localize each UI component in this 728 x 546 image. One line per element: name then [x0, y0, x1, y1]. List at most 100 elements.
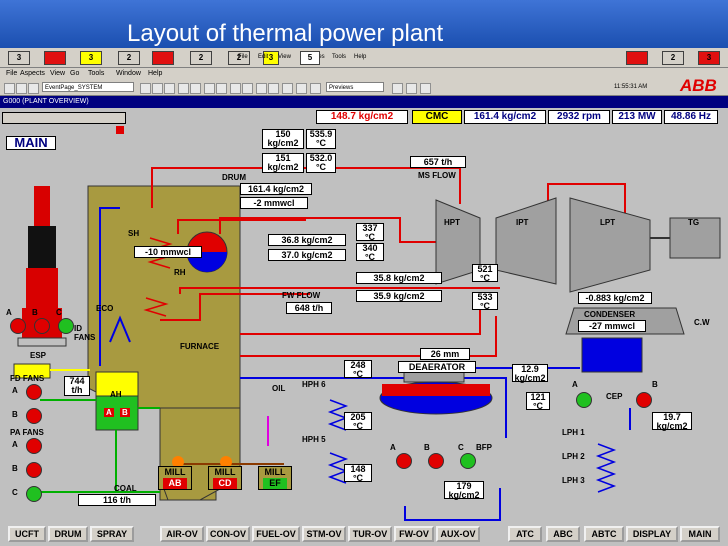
lph2-label: LPH 2	[562, 452, 585, 461]
alarm-indicator-1[interactable]	[44, 51, 66, 65]
silence-icon[interactable]	[406, 83, 417, 94]
id-fan-b-status[interactable]	[34, 318, 50, 334]
zoom-out-icon[interactable]	[216, 83, 227, 94]
nav-main[interactable]: MAIN	[680, 526, 720, 542]
back-icon[interactable]	[4, 83, 15, 94]
burner-flame-2	[220, 456, 232, 468]
fd-fan-b-status[interactable]	[26, 408, 42, 424]
save-icon[interactable]	[152, 83, 163, 94]
pa-fan-b-status[interactable]	[26, 462, 42, 478]
alarm-count-4[interactable]: 2	[190, 51, 212, 65]
refresh-icon[interactable]	[178, 83, 189, 94]
mill-cd-box[interactable]: MILL CD	[208, 466, 242, 490]
bfp-c-status[interactable]	[460, 453, 476, 469]
forward-icon[interactable]	[16, 83, 27, 94]
ah-b-tag: B	[120, 408, 130, 417]
nav-stm-ov[interactable]: STM-OV	[302, 526, 346, 542]
alarm-count-8[interactable]: 3	[698, 51, 720, 65]
nav-tur-ov[interactable]: TUR-OV	[348, 526, 392, 542]
ipt-label: IPT	[516, 218, 529, 227]
bfp-b-status[interactable]	[428, 453, 444, 469]
alarm-count-3[interactable]: 2	[118, 51, 140, 65]
bfp-line	[404, 488, 501, 521]
ie-menu-view[interactable]: View	[278, 54, 291, 60]
alarm-count-5[interactable]: 2	[228, 51, 250, 65]
alarm-icon[interactable]	[268, 83, 279, 94]
coal-label: COAL	[114, 484, 137, 493]
stop-icon[interactable]	[190, 83, 201, 94]
turbine-speed-value: 2932 rpm	[548, 110, 610, 124]
alarm-count-6[interactable]: 3	[263, 51, 279, 65]
ms-line-3	[219, 217, 440, 243]
id-fan-a-status[interactable]	[10, 318, 26, 334]
cw-label: C.W	[694, 318, 710, 327]
menu-view[interactable]: View	[50, 70, 66, 77]
alarm-count-1[interactable]: 3	[8, 51, 30, 65]
folder-icon[interactable]	[140, 83, 151, 94]
print-icon[interactable]	[164, 83, 175, 94]
alarm-num[interactable]: 5	[300, 51, 320, 65]
faceplate-icon[interactable]	[282, 83, 293, 94]
nav-atc[interactable]: ATC	[508, 526, 542, 542]
menu-go[interactable]: Go	[70, 70, 80, 77]
nav-ucft[interactable]: UCFT	[8, 526, 46, 542]
nav-fw-ov[interactable]: FW-OV	[394, 526, 434, 542]
alarm-indicator-3[interactable]	[626, 51, 648, 65]
menu-tools[interactable]: Tools	[88, 70, 105, 77]
pa-fan-a-label: A	[12, 440, 18, 449]
menu-file[interactable]: File	[6, 70, 18, 77]
furnace-label: FURNACE	[180, 342, 220, 351]
alarm-count-2[interactable]: 3	[80, 51, 102, 65]
ie-menu-help[interactable]: Help	[354, 54, 367, 60]
chimney-black	[28, 226, 56, 268]
grid-icon[interactable]	[230, 83, 241, 94]
ie-menu-file[interactable]: File	[238, 54, 248, 60]
nav-air-ov[interactable]: AIR-OV	[160, 526, 204, 542]
bfp-a-label: A	[390, 443, 396, 452]
alarm-indicator-2[interactable]	[152, 51, 174, 65]
zoom-in-icon[interactable]	[204, 83, 215, 94]
home-icon[interactable]	[28, 83, 39, 94]
mill-ef-box[interactable]: MILL EF	[258, 466, 292, 490]
ie-menu-edit[interactable]: Edit	[258, 54, 269, 60]
preview-select[interactable]: Previews	[326, 82, 384, 92]
fw-main	[240, 377, 507, 438]
furnace-draft: -10 mmwcl	[134, 246, 202, 258]
nav-aux-ov[interactable]: AUX-OV	[436, 526, 480, 542]
nav-spray[interactable]: SPRAY	[90, 526, 134, 542]
nav-icon[interactable]	[310, 83, 321, 94]
list-icon[interactable]	[242, 83, 253, 94]
id-fan-c-status[interactable]	[58, 318, 74, 334]
pa-fan-a-status[interactable]	[26, 438, 42, 454]
trend-icon[interactable]	[256, 83, 267, 94]
mode-indicator[interactable]: CMC	[412, 110, 462, 124]
mill-ab-box[interactable]: MILL AB	[158, 466, 192, 490]
alarm-count-7[interactable]: 2	[662, 51, 684, 65]
nav-abc[interactable]: ABC	[546, 526, 580, 542]
help-icon[interactable]	[420, 83, 431, 94]
nav-display[interactable]: DISPLAY	[626, 526, 678, 542]
bfp-a-status[interactable]	[396, 453, 412, 469]
ms-flow-label: MS FLOW	[418, 171, 456, 180]
nav-drum[interactable]: DRUM	[48, 526, 88, 542]
menu-aspects[interactable]: Aspects	[20, 70, 45, 77]
menu-window[interactable]: Window	[116, 70, 141, 77]
cep-b-status[interactable]	[636, 392, 652, 408]
nav-con-ov[interactable]: CON-OV	[206, 526, 250, 542]
lpt-label: LPT	[600, 218, 616, 227]
lph1-label: LPH 1	[562, 428, 585, 437]
nav-abtc[interactable]: ABTC	[584, 526, 624, 542]
pa-fan-c-status[interactable]	[26, 486, 42, 502]
load-value: 213 MW	[612, 110, 662, 124]
pressure-36-8: 36.8 kg/cm2	[268, 234, 346, 246]
cep-a-status[interactable]	[576, 392, 592, 408]
fd-fan-a-status[interactable]	[26, 384, 42, 400]
plant-mimic: MAIN 148.7 kg/cm2 CMC 161.4 kg/cm2 2932 …	[0, 108, 728, 528]
ie-menu-tools[interactable]: Tools	[332, 54, 347, 60]
overview-icon[interactable]	[296, 83, 307, 94]
event-page-select[interactable]: EventPage_SYSTEM	[42, 82, 134, 92]
nav-fuel-ov[interactable]: FUEL-OV	[252, 526, 300, 542]
esp-label: ESP	[30, 351, 47, 360]
menu-help[interactable]: Help	[148, 70, 163, 77]
ack-icon[interactable]	[392, 83, 403, 94]
